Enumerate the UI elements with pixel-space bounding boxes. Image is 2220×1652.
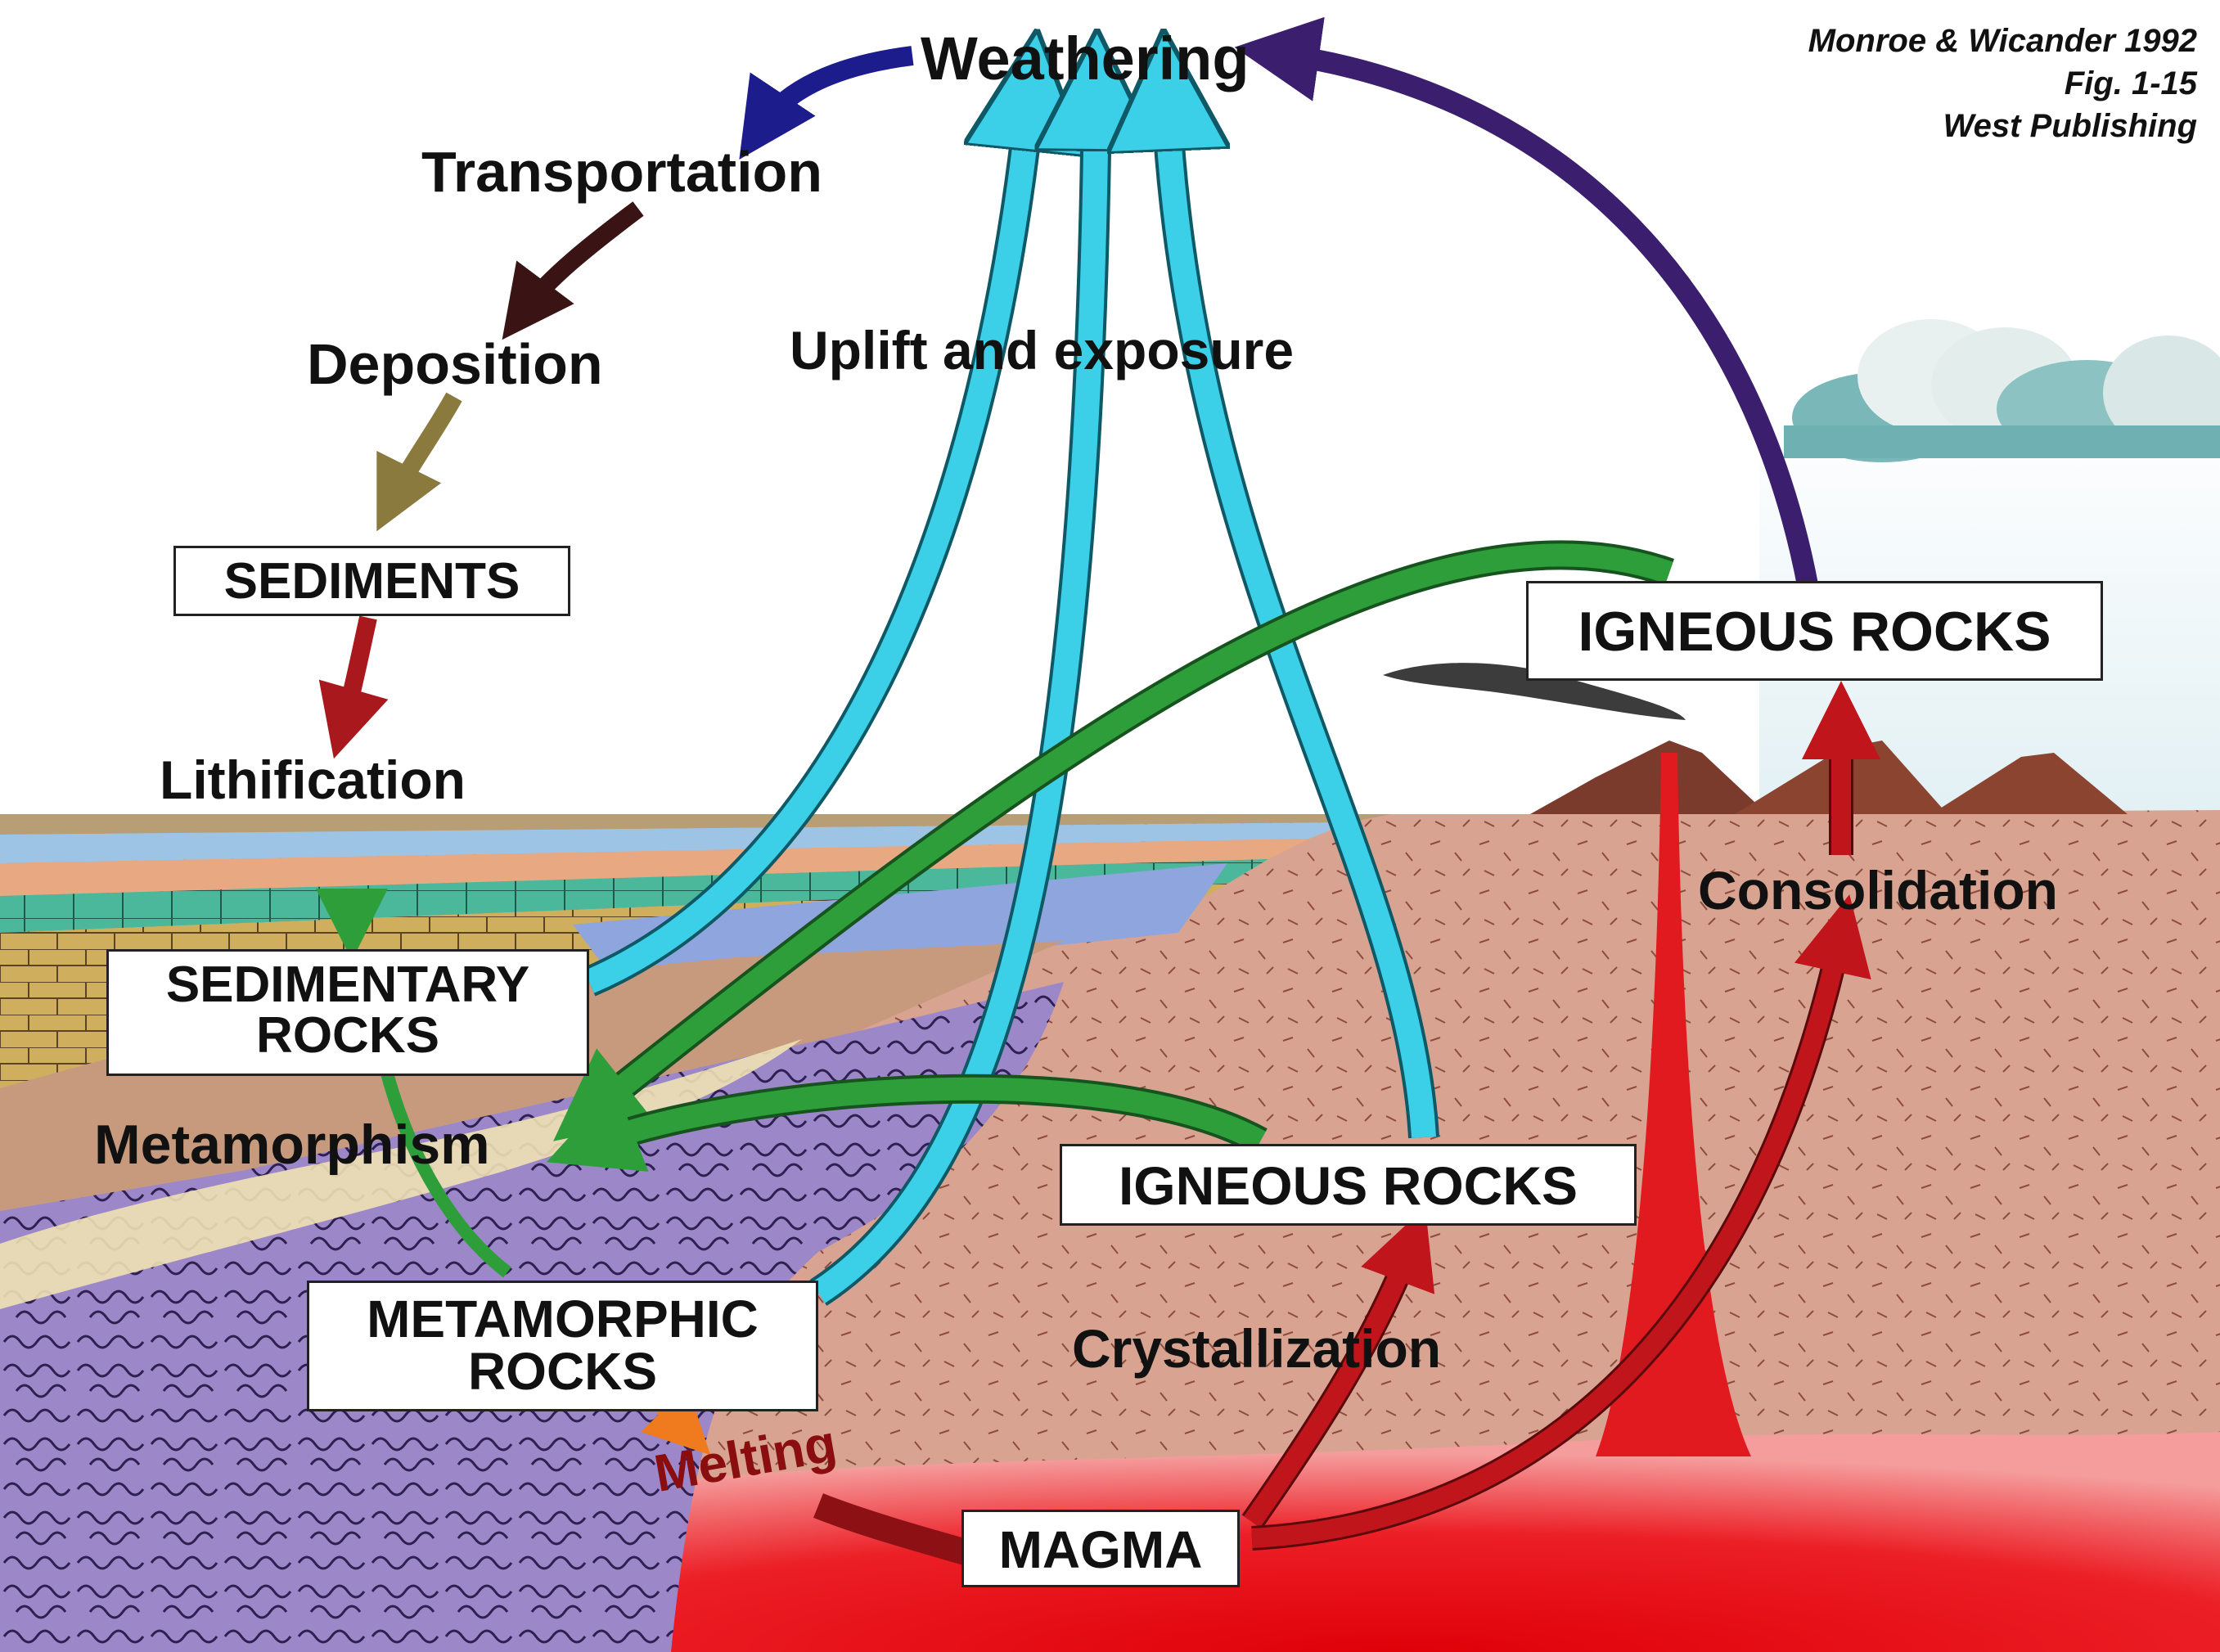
box-sedimentary-rocks: SEDIMENTARY ROCKS bbox=[106, 949, 589, 1076]
label-consolidation: Consolidation bbox=[1698, 863, 2058, 917]
sedimentary-rocks-line-1: SEDIMENTARY bbox=[109, 960, 587, 1011]
label-uplift-and-exposure: Uplift and exposure bbox=[790, 323, 1294, 377]
citation-line-3: West Publishing bbox=[1943, 110, 2197, 142]
box-sediments: SEDIMENTS bbox=[173, 546, 570, 616]
box-igneous-rocks-intrusive: IGNEOUS ROCKS bbox=[1060, 1144, 1637, 1226]
label-metamorphism: Metamorphism bbox=[94, 1117, 490, 1173]
label-lithification: Lithification bbox=[160, 753, 466, 807]
label-crystallization: Crystallization bbox=[1072, 1321, 1441, 1375]
label-transportation: Transportation bbox=[421, 143, 822, 200]
magma-label: MAGMA bbox=[999, 1520, 1203, 1579]
citation-line-1: Monroe & Wicander 1992 bbox=[1808, 25, 2197, 57]
sedimentary-rocks-line-2: ROCKS bbox=[109, 1011, 587, 1061]
citation-line-2: Fig. 1-15 bbox=[2065, 67, 2197, 100]
sediments-label: SEDIMENTS bbox=[224, 553, 520, 610]
igneous-rocks-extrusive-label: IGNEOUS ROCKS bbox=[1578, 601, 2051, 663]
box-metamorphic-rocks: METAMORPHIC ROCKS bbox=[307, 1281, 818, 1411]
metamorphic-rocks-line-2: ROCKS bbox=[309, 1345, 816, 1398]
label-deposition: Deposition bbox=[307, 335, 603, 393]
label-weathering: Weathering bbox=[921, 29, 1250, 89]
box-magma: MAGMA bbox=[961, 1510, 1240, 1587]
metamorphic-rocks-line-1: METAMORPHIC bbox=[309, 1293, 816, 1345]
igneous-rocks-intrusive-label: IGNEOUS ROCKS bbox=[1119, 1155, 1578, 1216]
box-igneous-rocks-extrusive: IGNEOUS ROCKS bbox=[1526, 581, 2103, 681]
